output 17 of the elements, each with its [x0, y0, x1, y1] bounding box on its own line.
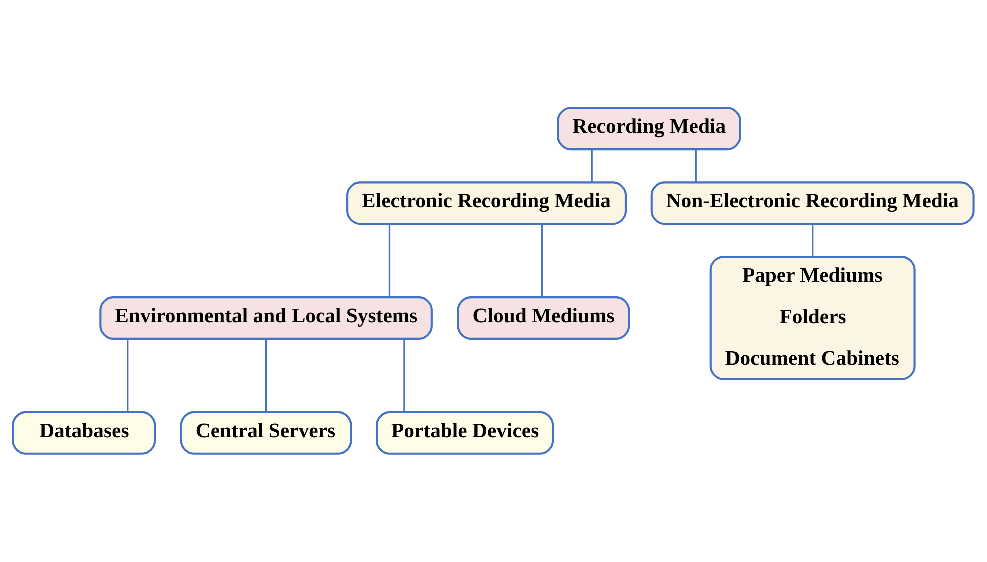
node-box: Non-Electronic Recording Media	[650, 182, 975, 226]
connector	[695, 150, 697, 182]
node-box: Cloud Mediums	[457, 296, 630, 340]
connector	[541, 224, 543, 298]
connector	[265, 339, 268, 412]
node-box: Databases	[12, 411, 156, 455]
connector	[127, 339, 129, 412]
node-box: Central Servers	[180, 411, 352, 455]
node-box: Recording Media	[557, 107, 742, 151]
node-box: Paper Mediums Folders Document Cabinets	[710, 256, 916, 380]
connector	[388, 224, 391, 298]
node-box: Environmental and Local Systems	[100, 296, 433, 340]
node-box: Electronic Recording Media	[346, 182, 628, 226]
connector	[591, 150, 593, 182]
connector	[812, 224, 814, 257]
connector	[404, 339, 406, 412]
node-box: Portable Devices	[376, 411, 554, 455]
